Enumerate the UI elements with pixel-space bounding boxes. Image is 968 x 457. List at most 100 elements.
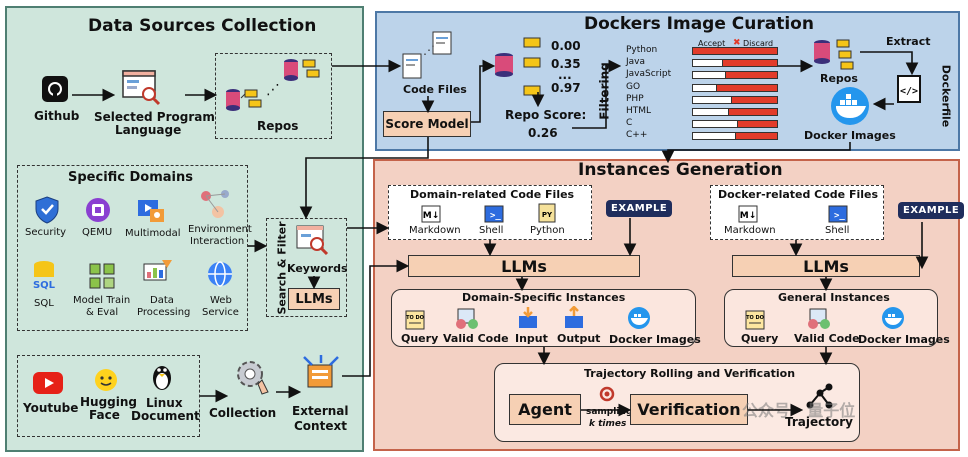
dockerfile-label: Dockerfile [939, 64, 953, 128]
repos-dots: ⋰ [266, 82, 280, 98]
score-0: 0.00 [551, 39, 581, 53]
linux-icon [150, 362, 174, 396]
lang-label-1: Java [626, 57, 646, 68]
lang-label-4: PHP [626, 93, 644, 104]
instances-generation-title: Instances Generation [578, 160, 783, 180]
docker-images-label: Docker Images [804, 129, 896, 142]
youtube-icon [33, 372, 63, 398]
domain-llms-box: LLMs [408, 255, 640, 277]
lang-label-3: GO [626, 81, 641, 92]
score-model-box: Score Model [383, 111, 471, 137]
domain-service: Service [202, 307, 239, 318]
external-sources-group [17, 355, 200, 437]
valid-code-icon [454, 308, 480, 334]
shell-label-2: Shell [825, 225, 850, 236]
specific-domains-group [17, 165, 248, 331]
svg-text:SQL: SQL [33, 280, 56, 291]
domain-processing: Processing [137, 307, 191, 318]
repos-label: Repos [257, 119, 299, 133]
keyword-search-icon [295, 224, 329, 260]
face-label: Face [89, 408, 120, 422]
input-label: Input [515, 332, 548, 345]
lang-bar-discard-7 [735, 132, 778, 141]
trajectory-label: Trajectory [785, 415, 853, 429]
lang-label-2: JavaScript [626, 69, 672, 80]
score-2: ... [558, 68, 572, 82]
trajectory-icon [805, 383, 833, 415]
input-icon [517, 306, 539, 334]
hugging-face-icon [94, 368, 118, 396]
docker-curation-title: Dockers Image Curation [584, 14, 814, 34]
external-context-icon [302, 355, 340, 395]
filter-llms-box: LLMs [288, 288, 340, 310]
collection-label: Collection [209, 406, 277, 420]
domain-model-train: Model Train [73, 295, 131, 306]
python-file-icon: PY [538, 203, 556, 227]
database-icon-2 [283, 58, 323, 88]
svg-text:TO DO: TO DO [406, 315, 424, 321]
domain-data: Data [150, 295, 174, 306]
web-service-icon [206, 260, 234, 292]
lang-label-5: HTML [626, 106, 652, 116]
browser-search-icon [122, 70, 162, 110]
domain-model-eval: & Eval [86, 307, 119, 318]
query-icon: TO DO [405, 310, 425, 334]
svg-text:>_: >_ [490, 211, 501, 221]
lang-label-6: C [626, 118, 633, 129]
lang-bar-discard-0 [692, 47, 778, 55]
keywords-label: Keywords [287, 262, 348, 275]
domain-qemu: QEMU [82, 227, 113, 238]
docker-images-icon [626, 306, 652, 334]
multimodal-icon [136, 196, 166, 228]
domain-multimodal: Multimodal [125, 228, 181, 239]
external-label: External [292, 404, 349, 418]
specific-domains-title: Specific Domains [68, 170, 194, 185]
lang-label-0: Python [626, 45, 658, 55]
selected-language-label-2: Language [115, 123, 182, 137]
svg-text:PY: PY [542, 211, 553, 219]
example-tag-left: EXAMPLE [606, 200, 673, 217]
docker-code-files-title: Docker-related Code Files [718, 188, 879, 201]
shell-icon-2: >_ [828, 205, 848, 227]
docker-images-icon-2 [880, 306, 906, 334]
hugging-label: Hugging [80, 395, 138, 409]
domain-environment: Environment [188, 224, 252, 235]
repo-folders-icon [522, 36, 546, 108]
qemu-icon [84, 196, 112, 228]
example-tag-right: EXAMPLE [898, 202, 965, 219]
github-icon [42, 76, 68, 106]
svg-text:M↓: M↓ [740, 211, 757, 221]
valid-code-icon-2 [806, 308, 832, 334]
extract-label: Extract [886, 35, 931, 48]
svg-text:TO DO: TO DO [746, 315, 764, 321]
trajectory-title: Trajectory Rolling and Verification [584, 367, 796, 380]
repo-score-label: Repo Score: [505, 108, 587, 122]
docker-images-label-2: Docker Images [609, 333, 701, 346]
shell-label: Shell [479, 225, 504, 236]
domain-web: Web [210, 295, 232, 306]
sampling-label: sampling [586, 407, 633, 417]
docker-repos-label: Repos [820, 72, 858, 85]
dockerfile-icon: </> [896, 74, 922, 108]
sampling-k-label: k times [589, 419, 627, 429]
score-3: 0.97 [551, 81, 581, 95]
lang-bar-discard-2 [725, 71, 778, 80]
verification-box: Verification [630, 394, 748, 425]
security-icon [34, 196, 60, 228]
valid-code-label: Valid Code [443, 332, 509, 345]
domain-security: Security [25, 227, 67, 238]
context-label: Context [294, 419, 347, 433]
lang-bar-discard-4 [731, 95, 778, 104]
query-icon-2: TO DO [745, 310, 765, 334]
discard-x-icon: ✖ [733, 38, 741, 48]
filtering-label: Filtering [597, 62, 612, 120]
discard-label: Discard [743, 39, 774, 48]
markdown-label-2: Markdown [724, 225, 776, 236]
lang-bar-discard-6 [737, 120, 778, 129]
docker-whale-icon [828, 86, 872, 130]
lang-bar-discard-1 [722, 59, 778, 68]
database-icon [225, 88, 265, 118]
query-label: Query [401, 332, 439, 345]
accept-label: Accept [698, 39, 726, 48]
svg-text:</>: </> [900, 86, 918, 97]
